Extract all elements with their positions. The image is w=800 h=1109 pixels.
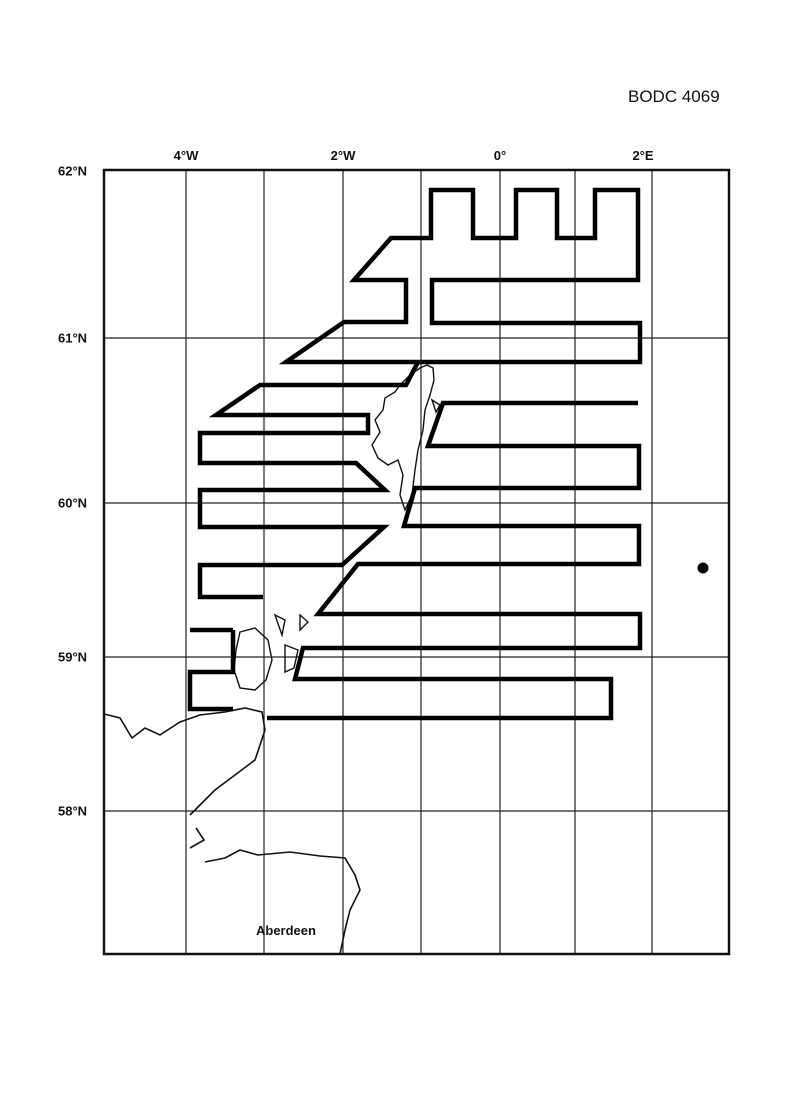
lat-label-60n: 60°N <box>58 495 88 511</box>
survey-track <box>187 187 643 721</box>
map-frame <box>102 168 731 956</box>
place-label-aberdeen: Aberdeen <box>256 923 316 938</box>
lon-label-2e: 2°E <box>632 148 654 163</box>
document-reference: BODC 4069 <box>628 87 720 106</box>
lat-label-61n: 61°N <box>58 330 88 346</box>
lon-label-4w: 4°W <box>173 148 199 163</box>
orkney-islands <box>233 613 310 691</box>
lat-label-62n: 62°N <box>58 163 88 179</box>
lon-label-0: 0° <box>493 148 507 163</box>
lon-label-2w: 2°W <box>330 148 356 163</box>
lat-label-59n: 59°N <box>58 649 88 665</box>
shetland-islands <box>371 364 441 512</box>
coastline <box>103 707 361 955</box>
lat-label-58n: 58°N <box>58 803 88 819</box>
station-marker <box>697 562 709 574</box>
